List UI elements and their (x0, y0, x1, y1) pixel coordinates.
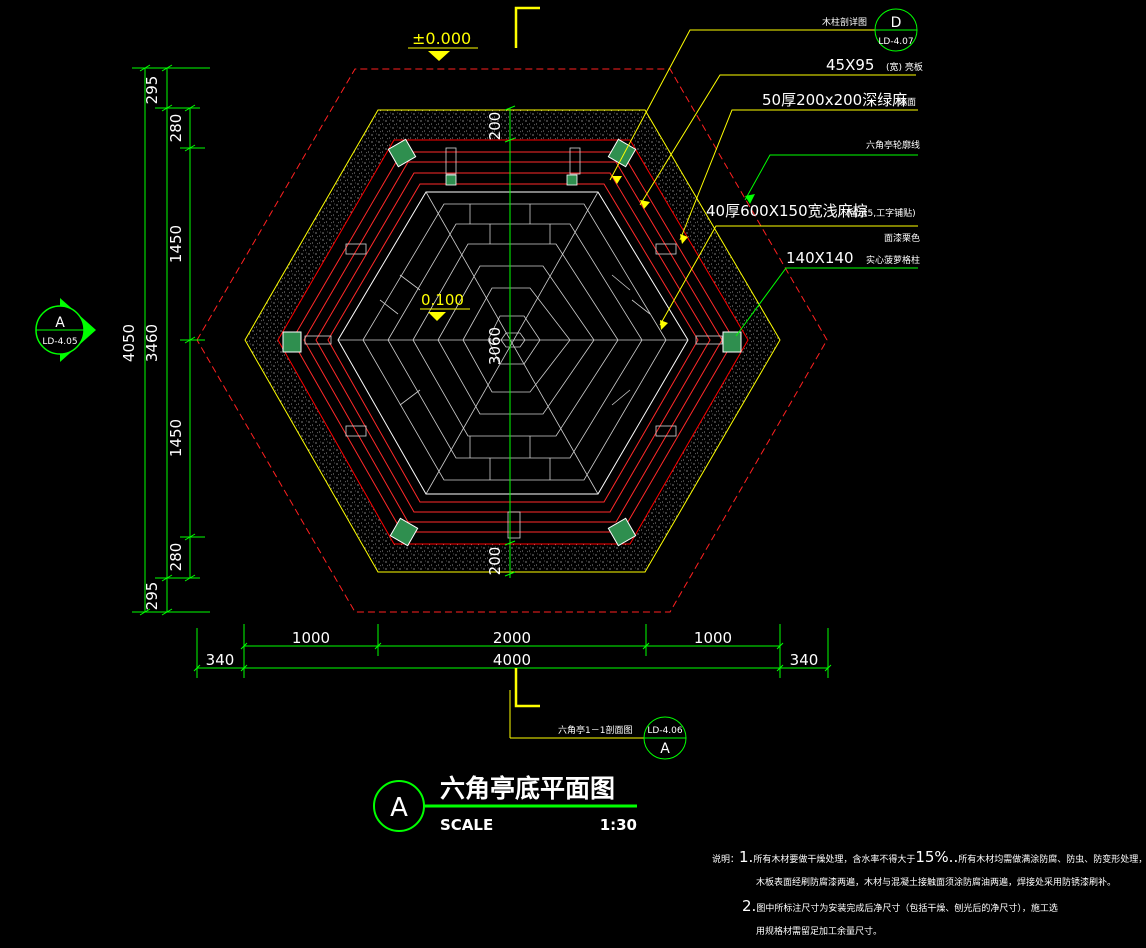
dim-bottom-2000: 2000 (493, 629, 531, 647)
callout-paint: 面漆栗色 (884, 232, 920, 244)
callout-tile-finish: 烧面 (898, 96, 916, 108)
note-1-percent: 15%.. (915, 848, 959, 866)
detail-left-letter: A (55, 315, 65, 331)
column-bottom-right (607, 517, 637, 547)
note-1-text-c: 木板表面经刷防腐漆两遍，木材与混凝土接触面须涂防腐油两遍，焊接处采用防锈漆刷补。 (756, 878, 1117, 888)
bottom-dimension-chain (193, 624, 832, 678)
dim-bottom-1000-left: 1000 (292, 629, 330, 647)
roof-outline-dashed (196, 68, 828, 613)
dim-bottom-1000-right: 1000 (694, 629, 732, 647)
section-letter: A (660, 741, 670, 757)
note-2-text-a: 图中所标注尺寸为安装完成后净尺寸（包括干燥、刨光后的净尺寸），施工选 (756, 904, 1058, 914)
detail-top-sheet: LD-4.07 (878, 37, 913, 47)
callout-column-size: 140X140 (786, 249, 854, 267)
dim-bottom-340-left: 340 (206, 651, 235, 669)
dim-left-4050: 4050 (120, 324, 138, 362)
dim-center-3060: 3060 (486, 327, 504, 365)
section-label: 六角亭1－1剖面图 (558, 724, 632, 736)
dim-bottom-340-right: 340 (790, 651, 819, 669)
callout-paving: 40厚600X150宽浅麻棕 (706, 202, 868, 220)
dim-left-1450-bottom: 1450 (167, 419, 185, 457)
dim-center-200-bottom: 200 (486, 547, 504, 576)
scale-label: SCALE (440, 816, 493, 834)
note-2-number: 2. (742, 897, 757, 915)
title-circle-letter: A (390, 793, 408, 823)
paving-grid (338, 191, 688, 495)
dim-left-295-bottom: 295 (143, 582, 161, 611)
note-1-number: 1. (739, 848, 754, 866)
detail-bubble-top: D LD-4.07 (874, 8, 918, 52)
section-cut-marks (514, 6, 540, 708)
callout-leaders (609, 29, 918, 337)
elevation-marker-center (428, 312, 446, 321)
column-right (722, 331, 742, 353)
callout-board-desc: (宽) 亮板 (886, 61, 923, 73)
elevation-marker-top (428, 51, 450, 61)
bench-brackets (304, 147, 723, 539)
callout-tile-size: 50厚200x200深绿麻 (762, 91, 907, 109)
section-bubble: LD-4.06 A 六角亭1－1剖面图 (558, 716, 687, 760)
note-2-text-b: 用规格材需留足加工余量尺寸。 (756, 927, 883, 937)
note-1-text-a: 所有木材要做干燥处理，含水率不得大于 (753, 855, 916, 865)
columns (282, 138, 742, 547)
dim-bottom-4000: 4000 (493, 651, 531, 669)
elevation-center-label: 0.100 (421, 291, 464, 309)
dim-left-3460: 3460 (143, 324, 161, 362)
column-bottom-left (389, 517, 419, 547)
section-sheet: LD-4.06 (647, 726, 683, 736)
general-notes: 说明：1.所有木材要做干燥处理，含水率不得大于15%..所有木材均需做满涂防腐、… (712, 846, 1146, 944)
callout-board-size: 45X95 (826, 56, 874, 74)
callout-paving-note: (留缝5,工字铺贴) (846, 207, 916, 219)
left-dimension-chain (132, 64, 210, 616)
column-top-right (607, 138, 637, 168)
callout-column-detail: 木柱剖详图 (822, 16, 867, 28)
dim-left-295-top: 295 (143, 76, 161, 105)
drawing-title: 六角亭底平面图 (440, 774, 615, 803)
column-left (282, 331, 302, 353)
title-block: A 六角亭底平面图 SCALE 1:30 (373, 774, 637, 834)
dim-left-1450-top: 1450 (167, 225, 185, 263)
dim-left-280-bottom: 280 (167, 543, 185, 572)
callout-column-material: 实心菠萝格柱 (866, 254, 920, 266)
dim-center-200-top: 200 (486, 112, 504, 141)
scale-value: 1:30 (600, 816, 637, 834)
note-1-text-b: 所有木材均需做满涂防腐、防虫、防变形处理， (958, 855, 1146, 865)
detail-top-letter: D (891, 15, 902, 31)
notes-prefix: 说明： (712, 855, 740, 865)
dim-left-280-top: 280 (167, 114, 185, 143)
column-top-left (387, 138, 417, 168)
detail-left-sheet: LD-4.05 (42, 337, 77, 347)
callout-outline: 六角亭轮廓线 (866, 139, 920, 151)
detail-bubble-left: A LD-4.05 (35, 298, 96, 362)
elevation-top-label: ±0.000 (412, 29, 471, 48)
